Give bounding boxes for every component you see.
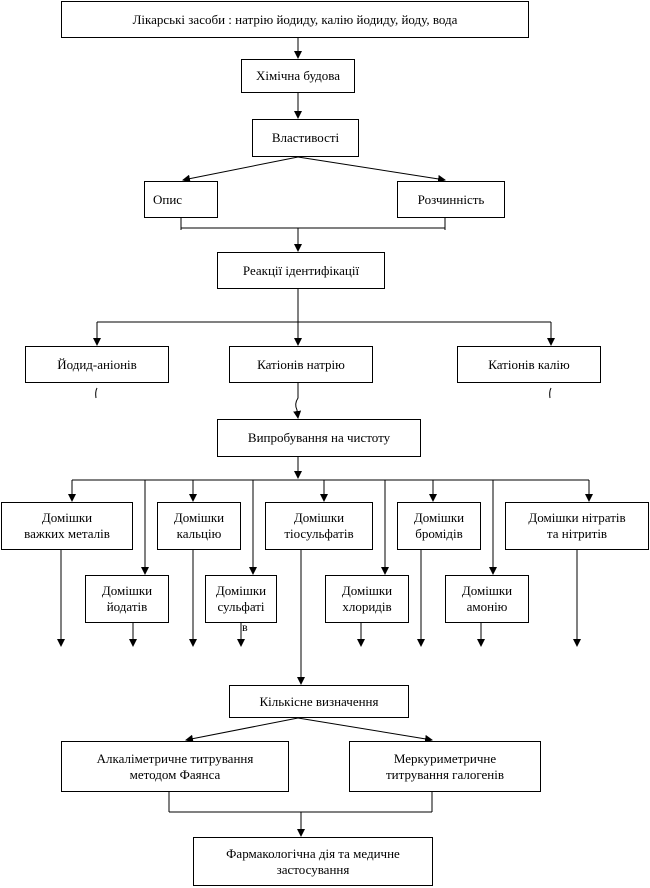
node-purity: Випробування на чистоту	[217, 419, 421, 457]
node-iodide-anions: Йодид-аніонів	[25, 346, 169, 383]
node-thiosulfates: Домішки тіосульфатів	[265, 502, 373, 550]
node-pharmacology: Фармакологічна дія та медичне застосуван…	[193, 837, 433, 886]
merge-bracket-properties	[180, 218, 446, 230]
node-potassium-cations: Катіонів калію	[457, 346, 601, 383]
arrow-quantitative-mercurimetric	[297, 717, 433, 743]
arrow-sodium-purity	[293, 383, 302, 419]
stub-potassium	[549, 387, 552, 399]
node-chlorides: Домішки хлоридів	[325, 575, 409, 623]
node-sodium-cations: Катіонів натрію	[229, 346, 373, 383]
node-structure: Хімічна будова	[241, 59, 355, 93]
node-identification: Реакції ідентифікації	[217, 252, 385, 289]
node-alkalimetric: Алкаліметричне титрування методом Фаянса	[61, 741, 289, 792]
sulfates-overflow-letter: в	[242, 620, 248, 634]
arrow-properties-description	[182, 156, 299, 183]
stub-iodide	[95, 387, 98, 399]
arrow-properties-solubility	[297, 156, 446, 183]
node-ammonium: Домішки амонію	[445, 575, 529, 623]
node-calcium: Домішки кальцію	[157, 502, 241, 550]
node-solubility: Розчинність	[397, 181, 505, 218]
node-nitrates-nitrites: Домішки нітратів та нітритів	[505, 502, 649, 550]
arrow-quantitative-alkalimetric	[185, 717, 299, 743]
node-quantitative: Кількісне визначення	[229, 685, 409, 718]
node-drugs: Лікарські засоби : натрію йодиду, калію …	[61, 1, 529, 38]
node-properties: Властивості	[252, 119, 359, 157]
merge-bracket-quantitative	[168, 792, 433, 813]
node-bromides: Домішки бромідів	[397, 502, 481, 550]
node-description: Опис	[144, 181, 218, 218]
node-mercurimetric: Меркуриметричне титрування галогенів	[349, 741, 541, 792]
node-iodates: Домішки йодатів	[85, 575, 169, 623]
node-sulfates: Домішки сульфаті	[205, 575, 277, 623]
node-heavy-metals: Домішки важких металів	[1, 502, 133, 550]
